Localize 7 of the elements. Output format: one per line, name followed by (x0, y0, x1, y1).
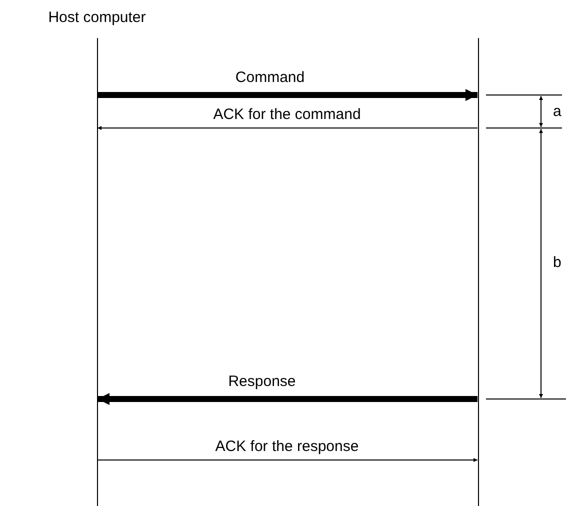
arrow (97, 126, 478, 130)
thick-arrow (98, 89, 478, 101)
thick-arrow (98, 393, 478, 405)
lifeline-title: Host computer (48, 8, 146, 28)
edge-label: Response (226, 373, 298, 391)
edge-label: ACK for the response (213, 438, 361, 456)
arrow (97, 458, 478, 462)
